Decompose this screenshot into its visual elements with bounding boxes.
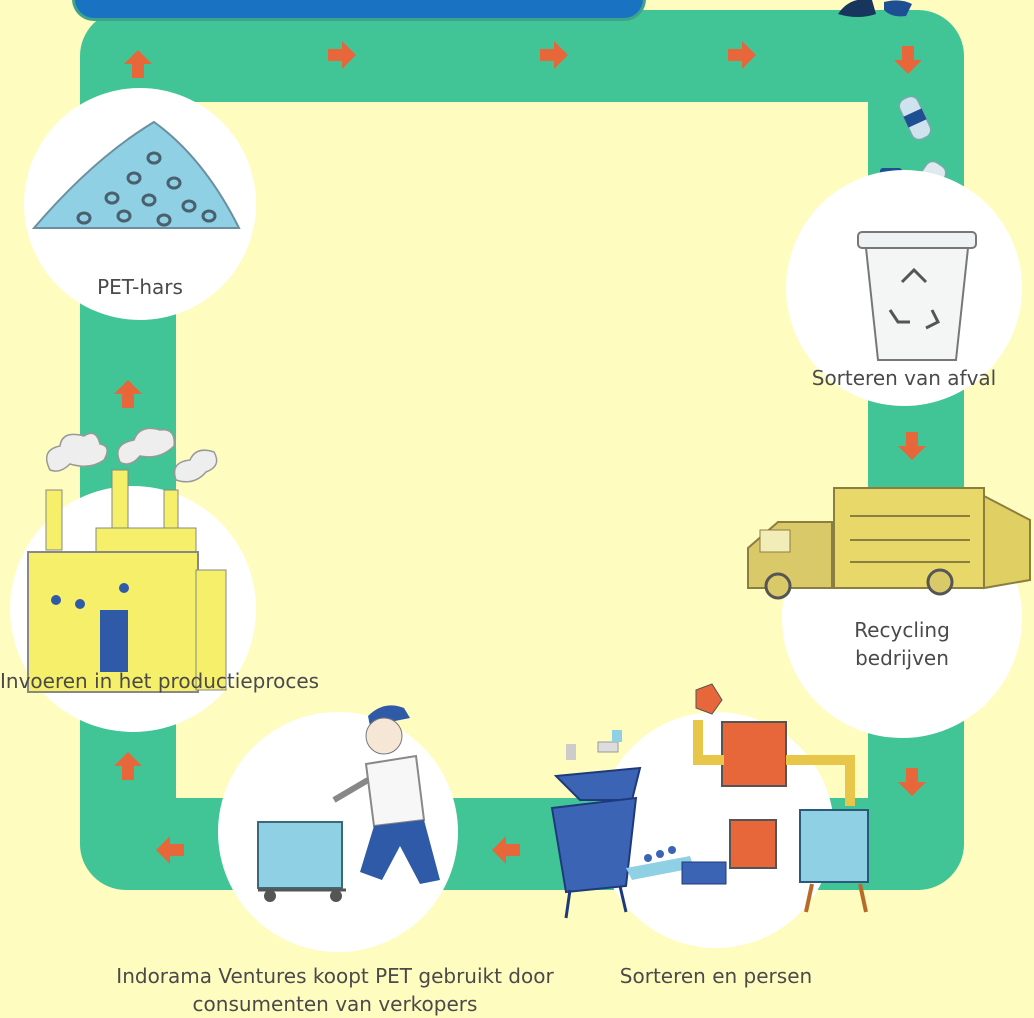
cycle-track-inner: [176, 102, 868, 798]
label-production: Invoeren in het productieproces: [0, 669, 320, 693]
label-recycling: Recycling bedrijven: [854, 618, 950, 670]
label-pet-resin: PET-hars: [97, 275, 183, 299]
step-sorting-waste: Sorteren van afval: [786, 170, 1022, 406]
label-sorting-waste: Sorteren van afval: [811, 366, 997, 390]
label-sort-press: Sorteren en persen: [619, 964, 813, 988]
resin-pile-icon: [31, 120, 241, 229]
step-pet-resin: PET-hars: [24, 88, 256, 320]
step-sort-press: [598, 712, 834, 948]
recycle-bin-icon: [857, 231, 977, 361]
label-indorama: Indorama Ventures koopt PET gebruikt doo…: [116, 964, 554, 1016]
